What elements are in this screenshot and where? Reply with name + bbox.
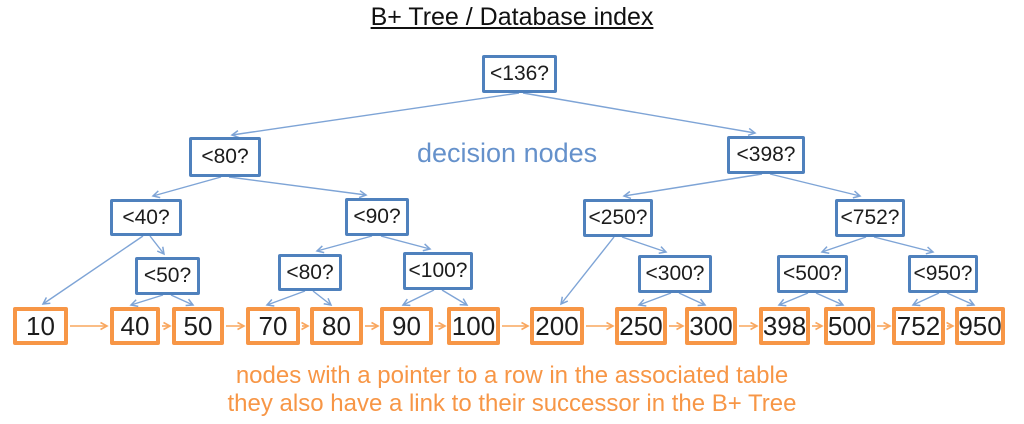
decision-node-100: <100? bbox=[403, 252, 473, 290]
edge-250-leaf200 bbox=[560, 236, 615, 306]
decision-node-50: <50? bbox=[135, 257, 200, 295]
edge-100-leaf90 bbox=[401, 289, 435, 307]
edge-80-40 bbox=[151, 176, 222, 199]
edge-50-leaf50 bbox=[170, 294, 195, 307]
edge-136-80 bbox=[230, 92, 520, 139]
edge-950-leaf950 bbox=[946, 292, 976, 307]
edge-136-398 bbox=[522, 92, 757, 137]
edge-90-80 bbox=[315, 235, 373, 254]
edge-752-500 bbox=[820, 236, 867, 254]
edge-80-90 bbox=[228, 176, 368, 199]
decision-edges bbox=[41, 92, 976, 308]
leaf-node-10: 10 bbox=[13, 307, 68, 345]
leaf-node-100: 100 bbox=[447, 307, 500, 345]
decision-node-40: <40? bbox=[110, 199, 182, 236]
leaf-node-300: 300 bbox=[685, 307, 737, 345]
edge-40-50 bbox=[149, 235, 165, 256]
decision-node-250: <250? bbox=[583, 199, 653, 237]
leaf-nodes-caption-line2: they also have a link to their successor… bbox=[227, 390, 797, 417]
edge-950-leaf752 bbox=[911, 292, 940, 307]
decision-node-80: <80? bbox=[189, 137, 261, 177]
edge-50-leaf40 bbox=[129, 294, 164, 308]
decision-node-752: <752? bbox=[835, 199, 905, 237]
edge-300-leaf250 bbox=[637, 292, 672, 307]
edge-90-100 bbox=[380, 235, 432, 252]
leaf-node-50: 50 bbox=[172, 307, 224, 345]
leaf-node-398: 398 bbox=[759, 307, 810, 345]
decision-node-80b: <80? bbox=[278, 254, 342, 291]
edge-80-leaf80 bbox=[312, 290, 333, 306]
decision-node-90: <90? bbox=[345, 198, 409, 236]
leaf-node-70: 70 bbox=[246, 307, 300, 345]
decision-node-500: <500? bbox=[777, 255, 848, 293]
leaf-node-80: 80 bbox=[310, 307, 363, 345]
leaf-node-752: 752 bbox=[892, 307, 945, 345]
leaf-node-250: 250 bbox=[615, 307, 667, 345]
leaf-node-90: 90 bbox=[380, 307, 433, 345]
decision-node-300: <300? bbox=[638, 255, 712, 293]
edge-100-leaf100 bbox=[441, 289, 469, 306]
edge-398-250 bbox=[622, 173, 763, 200]
edge-500-leaf398 bbox=[777, 292, 809, 307]
edge-250-300 bbox=[621, 236, 668, 254]
edge-80-leaf70 bbox=[265, 290, 306, 307]
edge-500-leaf500 bbox=[815, 292, 845, 307]
edge-40-leaf10 bbox=[41, 235, 144, 305]
decision-nodes-caption: decision nodes bbox=[417, 138, 598, 168]
leaf-node-200: 200 bbox=[530, 307, 584, 345]
decision-node-950: <950? bbox=[908, 255, 978, 293]
leaf-node-40: 40 bbox=[110, 307, 160, 345]
decision-node-136: <136? bbox=[482, 55, 557, 93]
edge-300-leaf300 bbox=[678, 292, 707, 307]
leaf-nodes-caption: nodes with a pointer to a row in the ass… bbox=[0, 362, 1024, 418]
diagram-title: B+ Tree / Database index bbox=[370, 3, 654, 31]
leaf-nodes-caption-line1: nodes with a pointer to a row in the ass… bbox=[235, 362, 789, 389]
edge-398-752 bbox=[769, 173, 862, 199]
leaf-node-950: 950 bbox=[955, 307, 1005, 345]
decision-node-398: <398? bbox=[727, 136, 805, 174]
leaf-node-500: 500 bbox=[824, 307, 875, 345]
edge-752-950 bbox=[873, 236, 935, 255]
